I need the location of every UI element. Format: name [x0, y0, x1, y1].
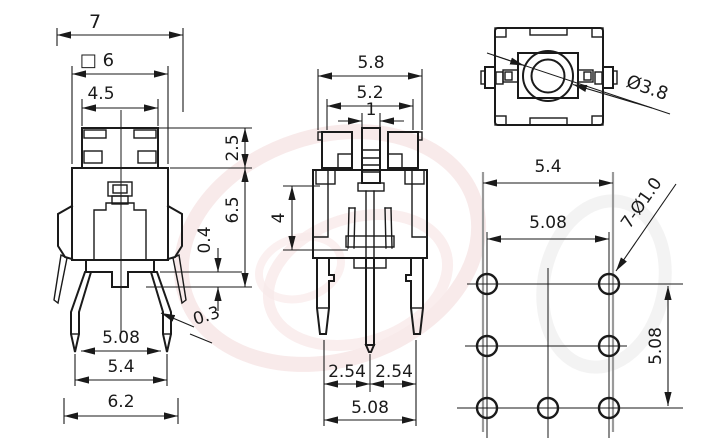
front-standoff: [85, 259, 155, 273]
pcb-holes: [475, 272, 621, 420]
dim-top-button-diameter: Ø3.8: [623, 71, 670, 105]
front-clip-left: [57, 204, 74, 261]
dim-front-cap-height: 2.5: [223, 134, 243, 161]
front-inner-contour: [93, 202, 147, 261]
top-clip-right: [602, 66, 614, 89]
dim-front-max-span: 6.2: [107, 392, 134, 412]
side-post-left: [321, 131, 353, 169]
side-center-pin: [365, 257, 375, 346]
dim-side-pitch-left: 2.54: [328, 362, 366, 382]
top-plunger-circle: [530, 58, 566, 94]
side-view: 5.8 5.2 1 4 2.54 2.54 5.: [269, 53, 428, 426]
dim-side-pitch-total: 5.08: [351, 398, 389, 418]
dim-front-body-square: □ 6: [80, 50, 114, 71]
side-dimensions: 5.8 5.2 1 4 2.54 2.54 5.: [269, 53, 423, 426]
side-post-right: [387, 131, 419, 169]
dim-side-top-width: 5.8: [357, 53, 384, 73]
top-body: [494, 27, 604, 126]
dim-front-lead-pitch: 5.08: [102, 328, 140, 348]
front-cap: [81, 127, 159, 169]
top-view: Ø3.8: [480, 27, 671, 126]
top-button-ring: [522, 50, 574, 102]
front-leg-left: [70, 271, 93, 353]
dim-front-cap-width: 4.5: [87, 84, 114, 104]
dim-front-overall-width: 7: [89, 11, 101, 33]
front-boss: [111, 271, 129, 288]
dim-front-body-height: 6.5: [223, 196, 243, 223]
front-body: [71, 167, 169, 261]
dim-pcb-hole-pitch-h: 5.08: [529, 213, 567, 233]
dim-side-body-section: 4: [269, 213, 289, 224]
pcb-layout: 5.4 5.08 7-Ø1.0 5.08: [457, 157, 683, 438]
dim-side-plunger-width: 1: [366, 100, 377, 120]
dim-pcb-hole-pitch-v: 5.08: [646, 327, 666, 365]
front-view: 7 □ 6 4.5 2.5 6.5 0.4: [53, 11, 252, 424]
dim-front-lead-span: 5.4: [107, 357, 134, 377]
side-leg-left: [316, 257, 335, 335]
side-contact-cup: [345, 207, 395, 249]
front-clip-right: [166, 204, 183, 261]
front-dimensions: 7 □ 6 4.5 2.5 6.5 0.4: [56, 11, 252, 424]
top-clip-left: [484, 66, 496, 89]
dim-side-upper-width: 5.2: [356, 83, 383, 103]
dim-front-standoff: 0.4: [195, 226, 215, 253]
dim-side-pitch-right: 2.54: [375, 362, 413, 382]
side-leg-right: [405, 257, 424, 335]
front-leg-right: [149, 271, 172, 353]
dim-pcb-outer-span: 5.4: [534, 157, 561, 177]
